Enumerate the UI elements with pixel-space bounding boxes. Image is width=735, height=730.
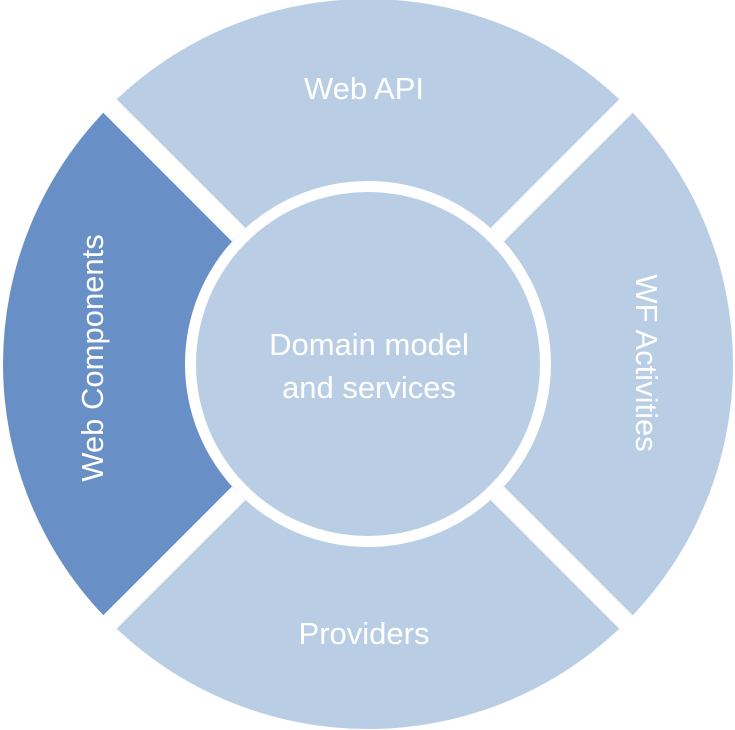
center-label-line-2: and services: [282, 370, 456, 405]
label-wf-activities: WF Activities: [629, 274, 664, 451]
center-circle: [196, 192, 540, 536]
separator-sw: [97, 486, 246, 635]
label-providers: Providers: [299, 616, 430, 651]
separators: [97, 93, 639, 635]
center-label-line-1: Domain model: [269, 327, 469, 362]
label-web-components: Web Components: [75, 234, 110, 482]
separator-nw: [97, 93, 246, 242]
separator-ne: [490, 93, 639, 242]
separator-se: [490, 486, 639, 635]
label-web-api: Web API: [304, 71, 424, 106]
